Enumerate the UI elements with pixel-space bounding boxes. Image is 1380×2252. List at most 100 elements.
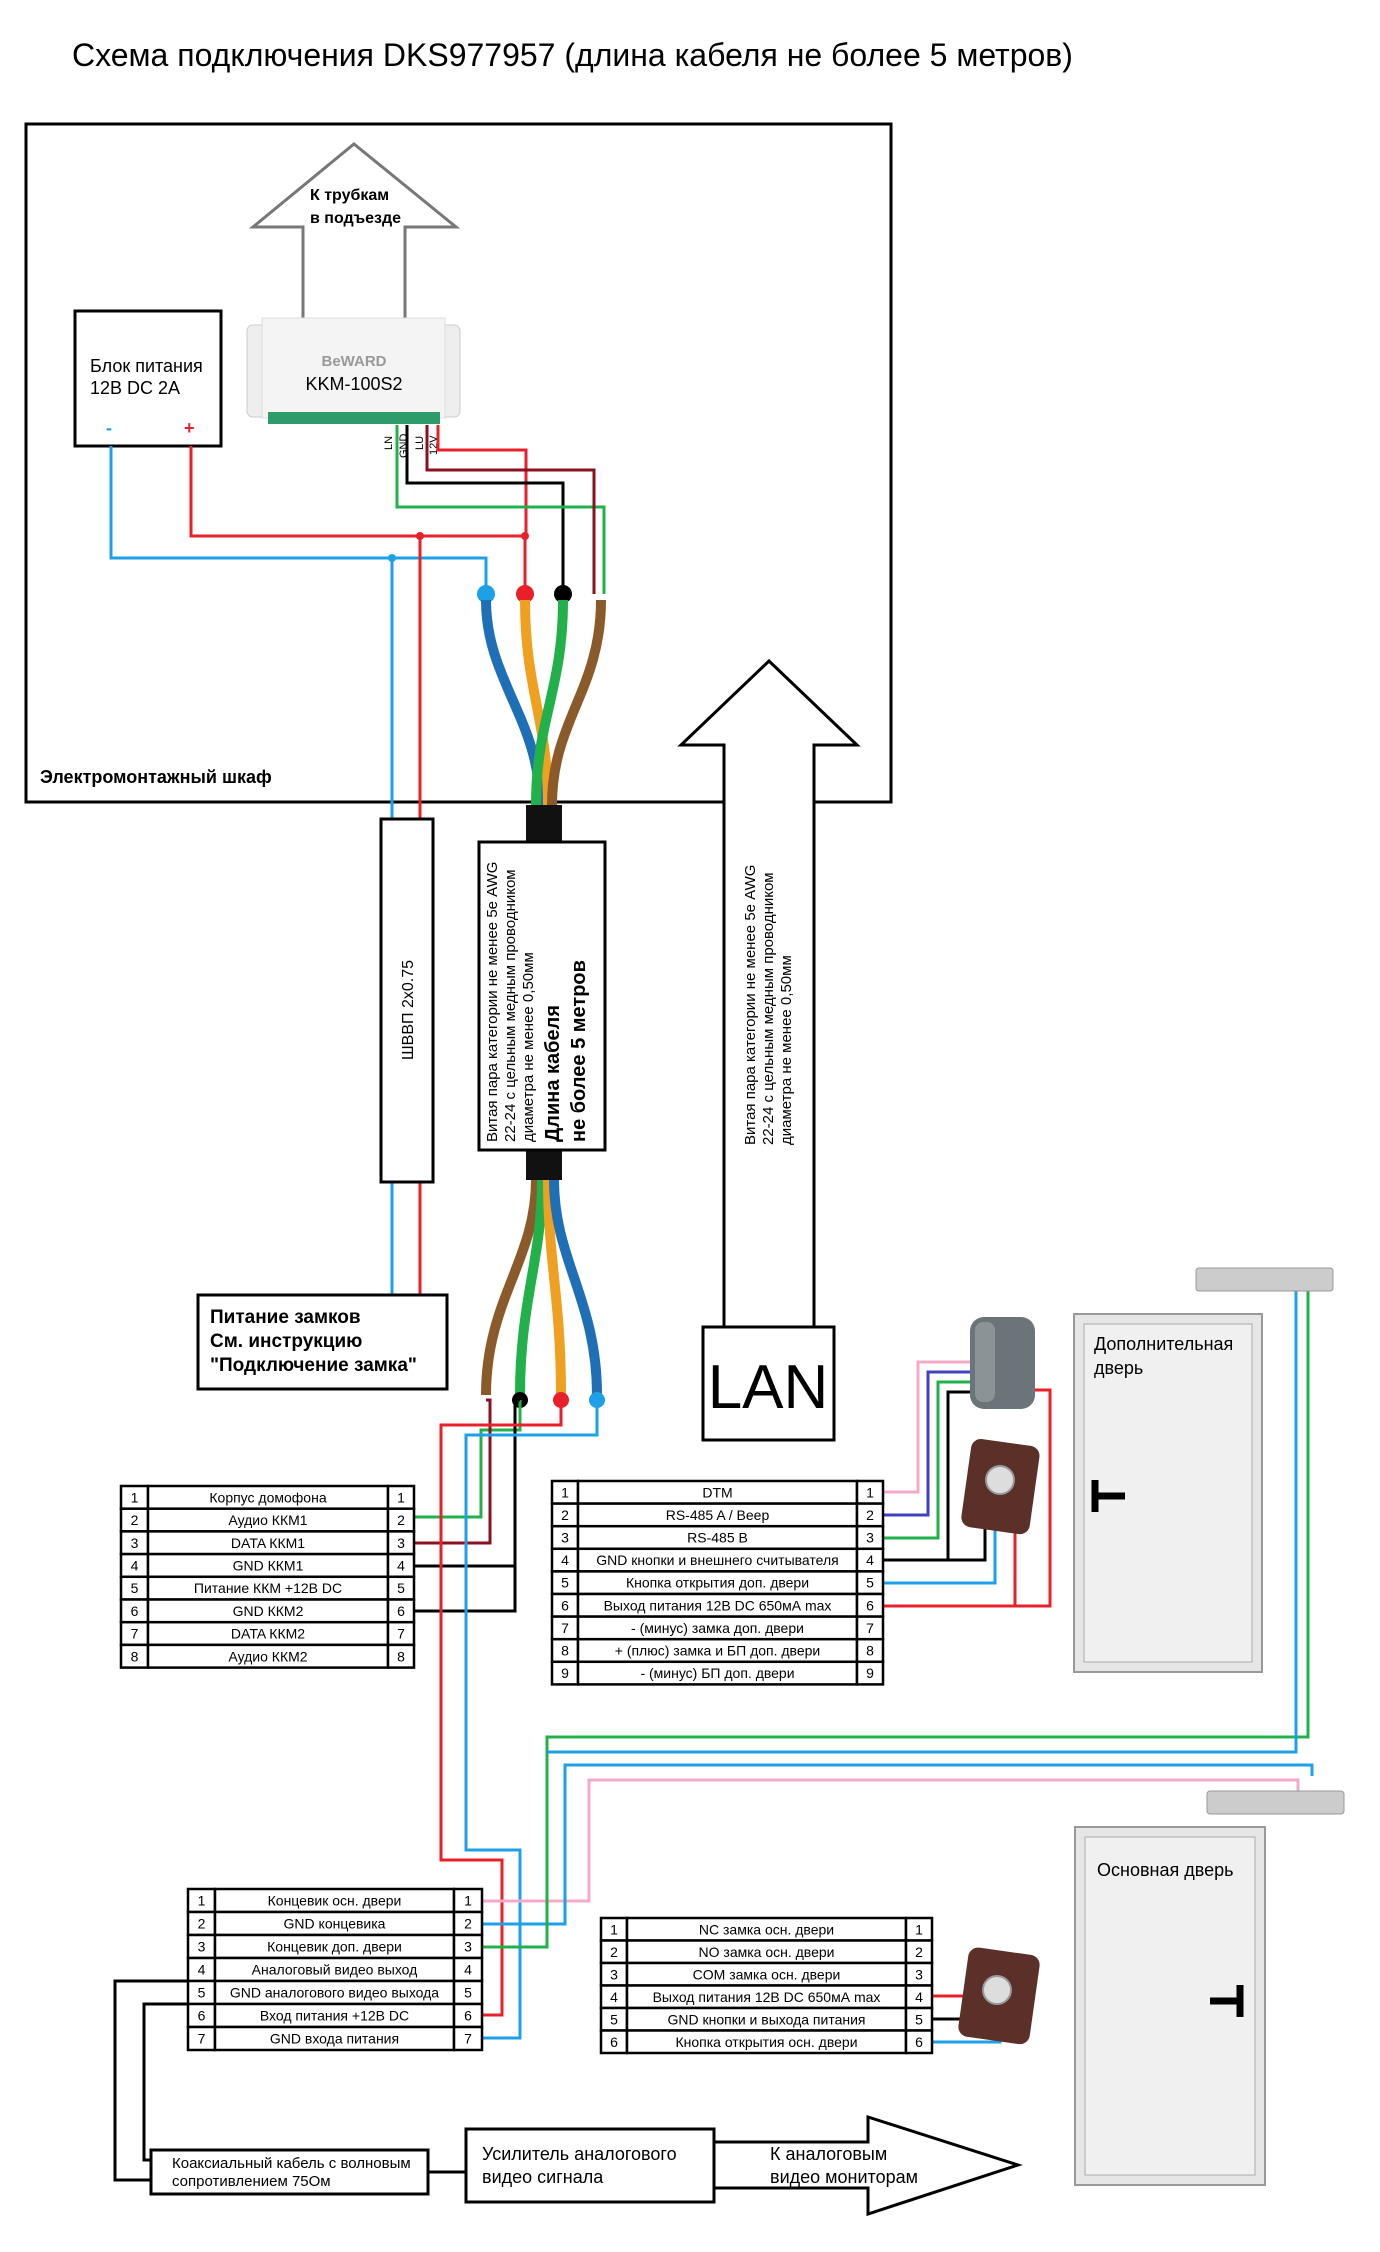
pin-number-left: 5 <box>131 1580 139 1596</box>
handsets-label-1: К трубкам <box>310 187 389 204</box>
pin-label: GND концевика <box>284 1916 386 1932</box>
pin-number-left: 7 <box>198 2031 206 2047</box>
card-reader <box>970 1317 1035 1409</box>
terminal-block <box>268 412 440 424</box>
pin-number-right: 6 <box>866 1597 874 1613</box>
pin-label: Аудио ККМ1 <box>228 1512 307 1528</box>
pin-number-left: 3 <box>610 1966 618 1982</box>
pin-label: Концевик осн. двери <box>268 1893 402 1909</box>
pin-label: GND аналогового видео выхода <box>230 1985 439 2001</box>
pin-number-right: 4 <box>464 1962 472 1978</box>
door-handle-icon <box>1210 1985 1244 2017</box>
pin-number-left: 2 <box>610 1944 618 1960</box>
pin-number-left: 5 <box>610 2011 618 2027</box>
pin-label: Кнопка открытия осн. двери <box>675 2034 857 2050</box>
exit-button-main-door[interactable] <box>957 1946 1041 2045</box>
pin-label: Вход питания +12В DC <box>260 2008 409 2024</box>
pin-number-left: 3 <box>561 1530 569 1546</box>
pin-number-right: 3 <box>866 1530 874 1546</box>
psu-label-2: 12В DC 2А <box>90 378 180 398</box>
power-cable-label: ШВВП 2х0.75 <box>400 960 417 1060</box>
table-row: 4 Выход питания 12В DC 650мА max 4 <box>599 1984 934 2010</box>
extra-door-label-2: дверь <box>1094 1358 1143 1378</box>
pin-label: Питание ККМ +12В DC <box>194 1580 342 1596</box>
handsets-label-2: в подъезде <box>310 210 401 227</box>
pin-number-right: 1 <box>915 1921 923 1937</box>
pin-number-left: 6 <box>610 2034 618 2050</box>
pin-label: - (минус) БП доп. двери <box>640 1665 794 1681</box>
pin-number-left: 4 <box>610 1989 618 2005</box>
cable-length-1: Длина кабеля <box>542 1005 564 1142</box>
lan-cable-spec-2: 22-24 с цельным медным проводником <box>760 872 777 1145</box>
lock-power-2: См. инструкцию <box>210 1331 362 1352</box>
twisted-pair-spec-1: Витая пара категории не менее 5е AWG <box>484 862 501 1142</box>
pin-number-left: 4 <box>131 1557 139 1573</box>
pin-number-right: 4 <box>915 1989 923 2005</box>
pin-number-left: 9 <box>561 1665 569 1681</box>
pin-number-right: 2 <box>915 1944 923 1960</box>
lock-power-3: "Подключение замка" <box>210 1355 417 1376</box>
pin-label: RS-485 B <box>687 1530 748 1546</box>
kkm-model: KKM-100S2 <box>305 374 402 394</box>
lock-power-box <box>196 1293 449 1391</box>
pin-number-left: 3 <box>198 1939 206 1955</box>
pin-number-left: 4 <box>198 1962 206 1978</box>
pin-number-right: 5 <box>866 1575 874 1591</box>
pin-number-left: 8 <box>131 1648 139 1664</box>
table-row: 6 Кнопка открытия осн. двери 6 <box>599 2029 934 2055</box>
pin-number-right: 3 <box>915 1966 923 1982</box>
pin-number-left: 6 <box>198 2008 206 2024</box>
pin-number-left: 1 <box>131 1489 139 1505</box>
pin-number-right: 7 <box>866 1620 874 1636</box>
pin-label: Аудио ККМ2 <box>228 1648 307 1664</box>
pin-label: Концевик доп. двери <box>267 1939 402 1955</box>
monitors-arrow <box>712 2114 1023 2217</box>
cable-length-2: не более 5 метров <box>568 960 590 1142</box>
pin-label: + (плюс) замка и БП доп. двери <box>615 1643 820 1659</box>
exit-button-extra-door[interactable] <box>960 1438 1041 1536</box>
pin-number-right: 2 <box>464 1916 472 1932</box>
power-supply <box>73 309 223 448</box>
monitors-label-1: К аналоговым <box>770 2144 887 2164</box>
pin-number-right: 2 <box>397 1512 405 1528</box>
pin-number-right: 8 <box>866 1643 874 1659</box>
reed-switch-extra-door <box>1195 1267 1334 1292</box>
pin-number-left: 1 <box>198 1893 206 1909</box>
psu-minus: - <box>106 418 112 438</box>
amplifier-label-2: видео сигнала <box>482 2167 604 2187</box>
main-door-label: Основная дверь <box>1097 1860 1233 1880</box>
pin-label: Выход питания 12В DC 650мА max <box>653 1989 881 2005</box>
pin-number-left: 5 <box>561 1575 569 1591</box>
pin-number-right: 2 <box>866 1507 874 1523</box>
pin-label: Выход питания 12В DC 650мА max <box>604 1597 832 1613</box>
kkm-brand: BeWARD <box>321 353 386 370</box>
extra-door[interactable]: Дополнительная дверь <box>1073 1313 1263 1673</box>
pin-label: - (минус) замка доп. двери <box>631 1620 804 1636</box>
pin-number-right: 1 <box>866 1484 874 1500</box>
lan-cable-spec-3: диаметра не менее 0,50мм <box>778 955 795 1145</box>
amplifier-box <box>464 2127 716 2204</box>
main-door[interactable]: Основная дверь <box>1074 1826 1266 2186</box>
pin-number-right: 1 <box>397 1489 405 1505</box>
pin-number-right: 9 <box>866 1665 874 1681</box>
pin-number-right: 6 <box>915 2034 923 2050</box>
kkm-module: BeWARD KKM-100S2 <box>246 317 461 424</box>
table-row: 9 - (минус) БП доп. двери 9 <box>550 1660 885 1686</box>
pin-number-left: 7 <box>131 1626 139 1642</box>
